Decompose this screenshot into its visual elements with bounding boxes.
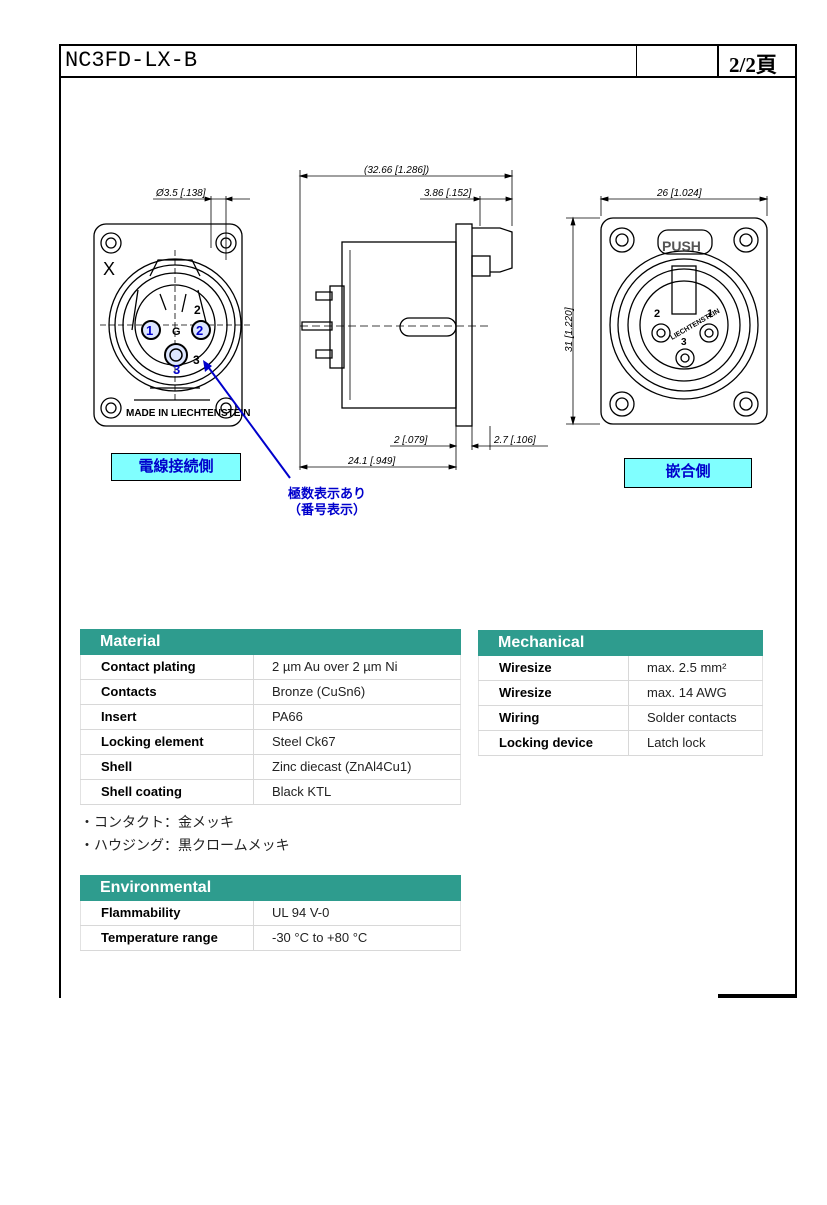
mechanical-table-title: Mechanical — [478, 630, 763, 656]
row-value: -30 °C to +80 °C — [254, 926, 461, 950]
row-value: Latch lock — [629, 731, 763, 755]
material-table-title: Material — [80, 629, 461, 655]
row-value: Solder contacts — [629, 706, 763, 730]
side-dims — [298, 173, 548, 470]
push-label: PUSH — [662, 238, 701, 254]
pin-number-note-line2: （番号表示） — [287, 502, 366, 517]
dim-hole — [153, 196, 250, 202]
pin-1-label: 1 — [146, 323, 153, 338]
dim-height-label: 31 [1.220] — [564, 307, 575, 352]
row-key: Insert — [80, 705, 254, 729]
dim-241-label: 24.1 [.949] — [347, 456, 395, 467]
row-value: PA66 — [254, 705, 461, 729]
contact-note: ・コンタクト：金メッキ — [80, 814, 234, 830]
row-value: Zinc diecast (ZnAl4Cu1) — [254, 755, 461, 779]
row-key: Contact plating — [80, 655, 254, 679]
row-key: Temperature range — [80, 926, 254, 950]
row-key: Wiresize — [478, 681, 629, 705]
row-key: Flammability — [80, 901, 254, 925]
dim-flange-label: 3.86 [.152] — [424, 188, 471, 199]
environmental-table-title: Environmental — [80, 875, 461, 901]
dim-27-label: 2.7 [.106] — [493, 435, 536, 446]
pin-number-note: 極数表示あり （番号表示） — [262, 486, 392, 518]
front-dims — [570, 196, 769, 426]
row-key: Contacts — [80, 680, 254, 704]
frame-corner-mark — [718, 994, 795, 998]
front-view — [566, 196, 768, 425]
title-block: NC3FD-LX-B 2/2頁 — [59, 44, 795, 78]
row-key: Shell coating — [80, 780, 254, 804]
page-number: 2/2頁 — [729, 53, 777, 77]
pin-g-label: G — [172, 326, 181, 338]
sheet-frame — [59, 44, 797, 998]
title-block-blank-cell — [636, 44, 719, 76]
row-key: Locking device — [478, 731, 629, 755]
pin-3-label: 3 — [173, 362, 180, 377]
front-pin-3: 3 — [681, 337, 687, 348]
pin-2-mark: 2 — [194, 303, 201, 317]
part-number: NC3FD-LX-B — [65, 48, 198, 73]
row-value: Bronze (CuSn6) — [254, 680, 461, 704]
dim-2-label: 2 [.079] — [393, 435, 428, 446]
table-row: Temperature range-30 °C to +80 °C — [80, 926, 461, 951]
side-view — [299, 170, 513, 470]
row-value: 2 µm Au over 2 µm Ni — [254, 655, 461, 679]
row-key: Wiring — [478, 706, 629, 730]
mating-side-label: 嵌合側 — [624, 458, 752, 488]
wire-side-label: 電線接続側 — [111, 453, 241, 481]
housing-note: ・ハウジング：黒クロームメッキ — [80, 837, 290, 853]
row-value: Black KTL — [254, 780, 461, 804]
row-key: Shell — [80, 755, 254, 779]
rear-view — [93, 196, 250, 427]
front-pin-2: 2 — [654, 308, 660, 320]
rear-pins: 1 2 3 G 2 3 X MADE IN LIECHTENSTEIN — [103, 259, 250, 419]
pin-2-label: 2 — [196, 323, 203, 338]
made-in-label: MADE IN LIECHTENSTEIN — [126, 408, 250, 419]
row-key: Locking element — [80, 730, 254, 754]
technical-drawing: 1 2 3 G 2 3 X MADE IN LIECHTENSTEIN Ø3.5… — [93, 165, 769, 479]
pin-number-note-line1: 極数表示あり — [287, 486, 366, 501]
dim-width-label: 26 [1.024] — [656, 188, 702, 199]
row-value: Steel Ck67 — [254, 730, 461, 754]
note-arrow — [203, 360, 291, 479]
row-value: UL 94 V-0 — [254, 901, 461, 925]
dim-hole-label: Ø3.5 [.138] — [155, 188, 206, 199]
pin-3-mark: 3 — [193, 353, 200, 367]
dim-length-label: (32.66 [1.286]) — [364, 165, 429, 176]
row-value: max. 2.5 mm² — [629, 656, 763, 680]
row-value: max. 14 AWG — [629, 681, 763, 705]
rear-x-mark: X — [103, 259, 115, 279]
row-key: Wiresize — [478, 656, 629, 680]
front-pin-1: 1 — [707, 308, 713, 320]
